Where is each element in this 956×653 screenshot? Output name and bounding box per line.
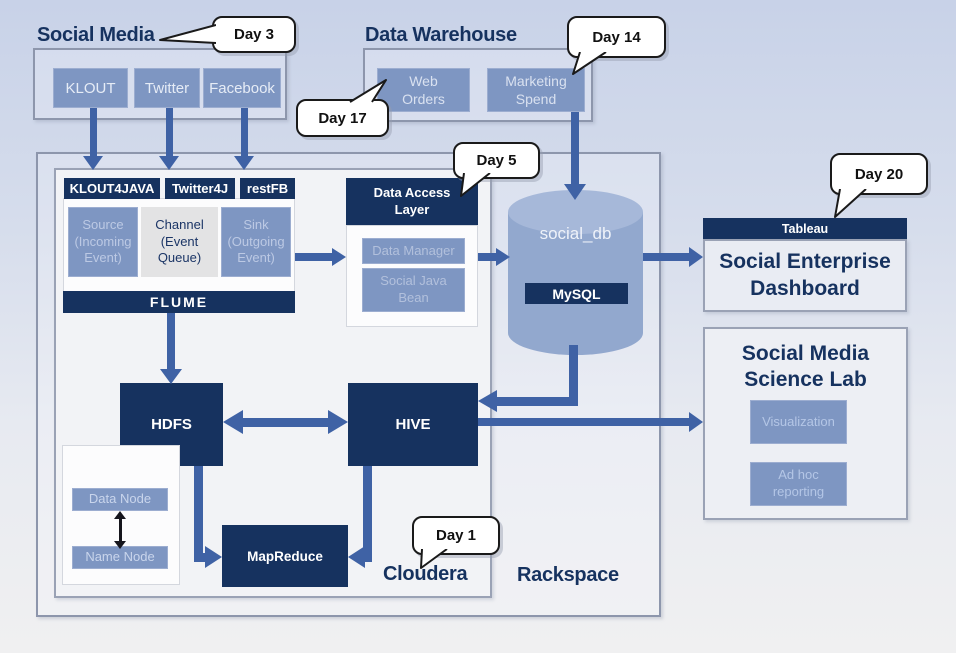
callout-day-17: Day 17 (296, 99, 389, 137)
science-lab-title-wrap: Social Media Science Lab (705, 341, 906, 394)
callout-day-17-label: Day 17 (318, 109, 367, 127)
node-twitter: Twitter (134, 68, 200, 108)
adapter-twitter4j: Twitter4J (165, 178, 235, 199)
node-web-orders: Web Orders (377, 68, 470, 112)
node-name-node: Name Node (72, 546, 168, 569)
callout-day-5-tail (460, 173, 491, 197)
flume-channel: Channel (Event Queue) (141, 207, 218, 277)
dashboard-box: Social Enterprise Dashboard (703, 239, 907, 312)
callout-day-1-tail (420, 549, 448, 569)
callout-day-1: Day 1 (412, 516, 500, 555)
dashboard-title: Social Enterprise Dashboard (719, 250, 891, 300)
node-hive: HIVE (348, 383, 478, 466)
node-marketing-spend: Marketing Spend (487, 68, 585, 112)
callout-day-14-tail (572, 52, 607, 75)
node-data-node: Data Node (72, 488, 168, 511)
dal-header: Data Access Layer (346, 178, 478, 225)
callout-day-1-label: Day 1 (435, 527, 477, 544)
dal-data-manager: Data Manager (362, 238, 465, 264)
callout-day-5: Day 5 (453, 142, 540, 179)
node-facebook: Facebook (203, 68, 281, 108)
node-klout: KLOUT (53, 68, 128, 108)
social-media-title: Social Media (37, 24, 155, 46)
social-db-cylinder: social_db MySQL (508, 190, 643, 355)
flume-sink: Sink (Outgoing Event) (221, 207, 291, 277)
callout-day-3-tail (159, 24, 216, 44)
data-warehouse-title: Data Warehouse (365, 24, 517, 46)
tableau-bar: Tableau (703, 218, 907, 239)
node-adhoc-reporting: Ad hoc reporting (750, 462, 847, 506)
callout-day-14: Day 14 (567, 16, 666, 58)
cloudera-label: Cloudera (383, 563, 468, 585)
callout-day-3: Day 3 (212, 16, 296, 53)
callout-day-17-tail (349, 79, 387, 103)
adapter-restfb: restFB (240, 178, 295, 199)
db-name-label: social_db (539, 224, 612, 243)
flume-source: Source (Incoming Event) (68, 207, 138, 277)
flume-label: FLUME (63, 291, 295, 313)
callout-day-14-label: Day 14 (592, 28, 641, 46)
callout-day-20-label: Day 20 (854, 165, 904, 183)
callout-day-20: Day 20 (830, 153, 928, 195)
db-engine-label: MySQL (525, 283, 628, 304)
science-lab-title: Social Media Science Lab (741, 342, 870, 392)
callout-day-5-label: Day 5 (476, 152, 517, 169)
node-mapreduce: MapReduce (222, 525, 348, 587)
dal-social-java-bean: Social Java Bean (362, 268, 465, 312)
callout-day-20-tail (834, 189, 867, 218)
node-visualization: Visualization (750, 400, 847, 444)
rackspace-label: Rackspace (517, 564, 619, 586)
adapter-klout4java: KLOUT4JAVA (64, 178, 160, 199)
callout-day-3-label: Day 3 (233, 26, 275, 43)
